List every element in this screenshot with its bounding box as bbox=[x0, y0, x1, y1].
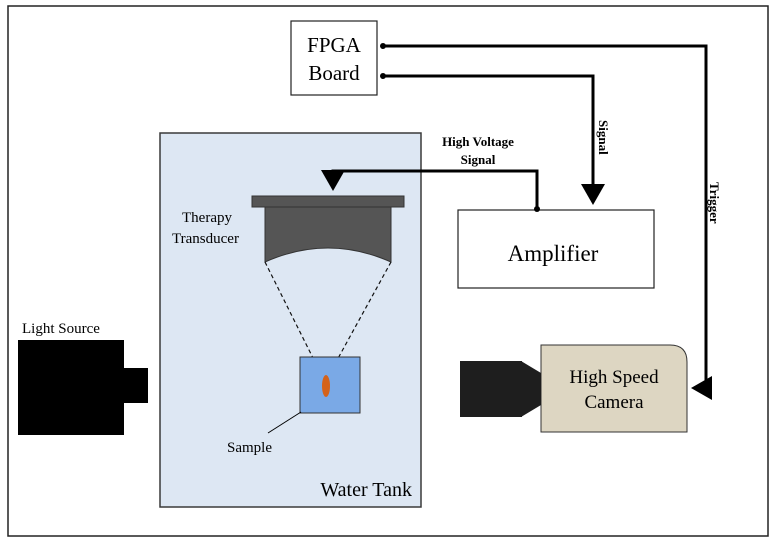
transducer-flange bbox=[251, 195, 405, 208]
fpga-label-line2: Board bbox=[308, 61, 360, 85]
light-source-nozzle bbox=[124, 368, 148, 403]
light-source-body bbox=[18, 340, 124, 435]
outer-frame bbox=[7, 5, 769, 537]
trigger-wire bbox=[383, 44, 712, 400]
water-tank bbox=[159, 132, 422, 508]
amplifier-label: Amplifier bbox=[508, 241, 599, 266]
hv-label-line2: Signal bbox=[461, 152, 496, 167]
camera-label-line1: High Speed bbox=[569, 367, 659, 388]
fpga-label-line1: FPGA bbox=[307, 33, 362, 57]
camera-body bbox=[540, 344, 688, 433]
camera-label-line2: Camera bbox=[584, 392, 644, 413]
signal-label: Signal bbox=[596, 120, 611, 155]
sample-box bbox=[299, 356, 361, 414]
focus-line-left bbox=[264, 261, 326, 383]
camera-lens-cone bbox=[521, 361, 541, 417]
sample-pointer bbox=[267, 411, 302, 434]
light-source-label: Light Source bbox=[22, 321, 100, 337]
trigger-label: Trigger bbox=[707, 182, 722, 224]
signal-wire bbox=[383, 74, 605, 205]
hv-label-line1: High Voltage bbox=[442, 134, 514, 149]
camera-lens-barrel bbox=[460, 361, 522, 417]
focal-spot bbox=[322, 375, 330, 397]
transducer-label-line1: Therapy bbox=[182, 210, 232, 226]
amplifier-box bbox=[457, 209, 655, 289]
transducer-label-line2: Transducer bbox=[172, 231, 239, 247]
sample-label: Sample bbox=[227, 440, 272, 456]
water-tank-label: Water Tank bbox=[320, 479, 412, 501]
fpga-board-box bbox=[290, 20, 378, 96]
high-voltage-wire bbox=[321, 169, 539, 209]
